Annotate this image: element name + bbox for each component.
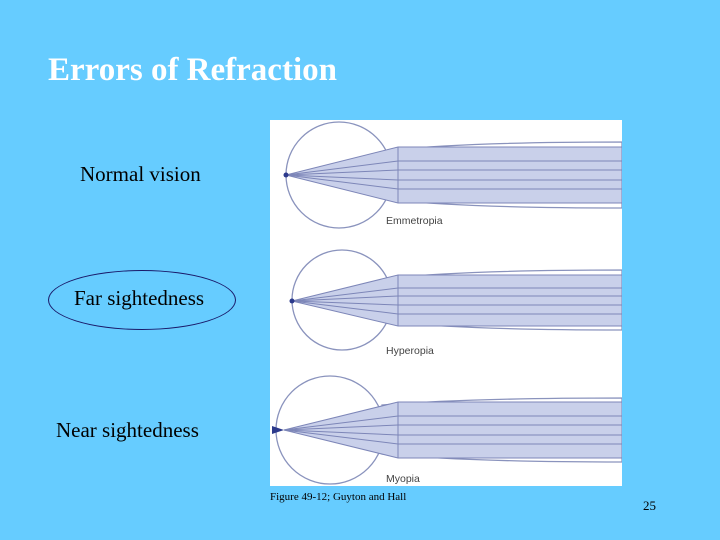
focus-point — [289, 298, 295, 304]
refraction-figure: Emmetropia Hyperopia — [270, 120, 622, 486]
panel-emmetropia: Emmetropia — [283, 121, 622, 229]
label-near-sightedness: Near sightedness — [56, 418, 199, 442]
panel-label-hyperopia: Hyperopia — [386, 345, 434, 357]
panel-label-emmetropia: Emmetropia — [386, 215, 443, 227]
highlight-ellipse — [48, 270, 236, 330]
panel-hyperopia: Hyperopia — [289, 249, 622, 357]
light-beam — [285, 146, 622, 204]
page-number: 25 — [643, 498, 656, 513]
cornea-outline — [391, 141, 622, 209]
label-far-sightedness: Far sightedness — [74, 286, 205, 310]
light-beam — [291, 274, 622, 327]
focus-point — [272, 426, 284, 434]
panel-myopia: Myopia — [272, 375, 622, 485]
refraction-diagram: Emmetropia Hyperopia — [272, 121, 622, 485]
figure-caption: Figure 49-12; Guyton and Hall — [270, 491, 407, 503]
light-beam — [283, 401, 622, 459]
label-normal-vision: Normal vision — [80, 162, 201, 186]
panel-label-myopia: Myopia — [386, 473, 420, 485]
focus-point — [283, 172, 289, 178]
slide-title: Errors of Refraction — [48, 52, 337, 88]
